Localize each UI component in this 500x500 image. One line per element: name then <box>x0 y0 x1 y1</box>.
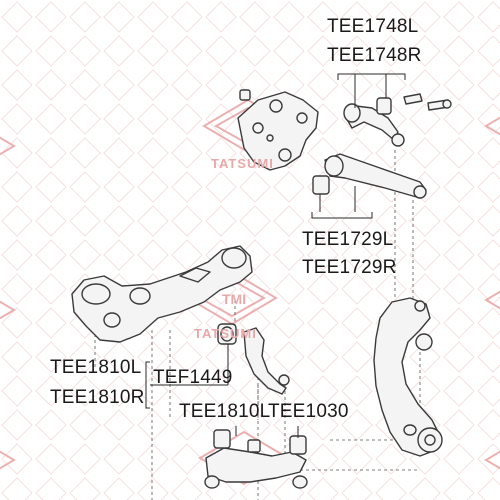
watermark-logo-bottom <box>198 430 290 486</box>
label-tee1810l-bottom: TEE1810L <box>179 401 271 422</box>
watermark-brand-text: TATSUMI <box>211 156 274 171</box>
leader-tee1810 <box>145 361 150 409</box>
leader-tee1748 <box>337 73 406 80</box>
upper-control-arm-tee1729 <box>312 153 427 199</box>
lower-wishbone-tee1810 <box>204 429 308 489</box>
upper-link-arm-tee1748 <box>343 93 452 147</box>
leader-tee1729 <box>311 212 373 219</box>
lower-control-arm-tef1449 <box>217 323 290 395</box>
label-tee1729r: TEE1729R <box>302 257 397 278</box>
label-tee1729l: TEE1729L <box>302 229 394 250</box>
upper-strut-mount <box>237 89 319 171</box>
label-tee1030: TEE1030 <box>268 401 349 422</box>
label-tef1449: TEF1449 <box>153 367 233 388</box>
watermark-brand-text-2: TATSUMI <box>194 326 257 341</box>
subframe <box>71 245 253 343</box>
leader-lines <box>145 73 406 438</box>
label-tee1810l: TEE1810L <box>50 357 142 378</box>
watermark-logo-text: TMI <box>222 291 246 307</box>
label-tee1748l: TEE1748L <box>327 16 419 37</box>
label-tee1810r: TEE1810R <box>50 387 145 408</box>
steering-knuckle <box>373 297 443 457</box>
label-tee1748r: TEE1748R <box>327 45 422 66</box>
